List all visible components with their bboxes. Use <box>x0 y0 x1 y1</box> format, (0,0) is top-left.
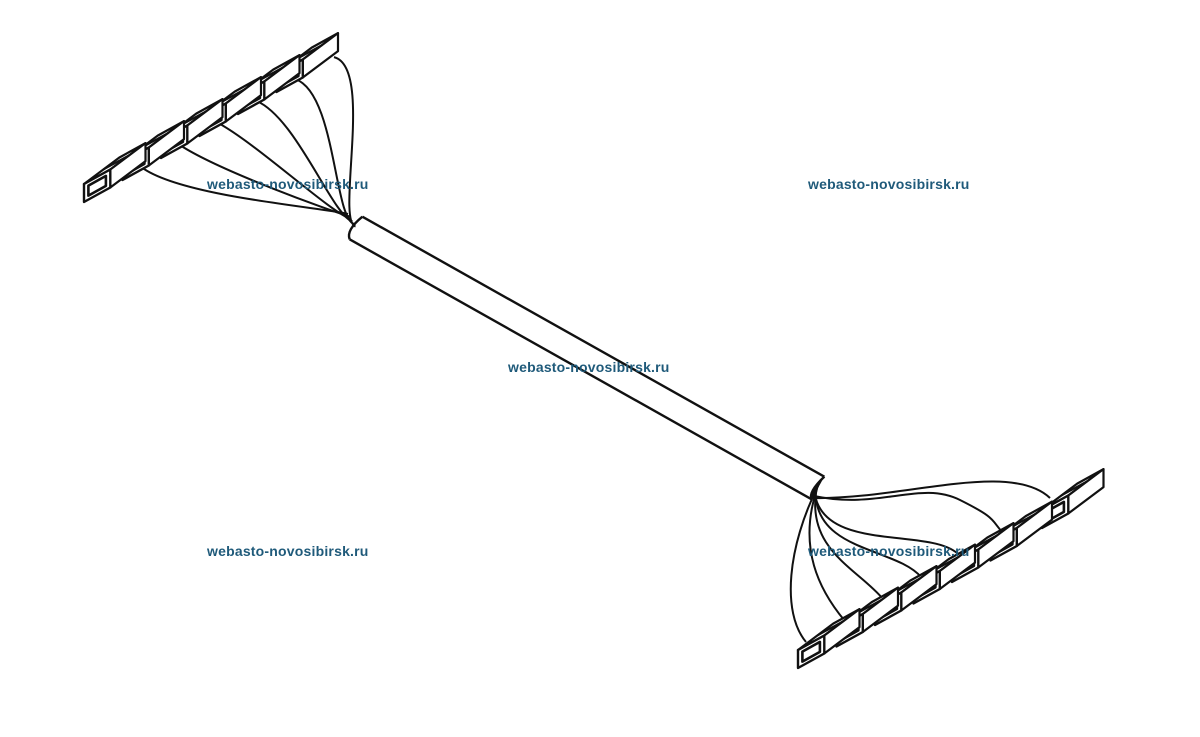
watermark-text: webasto-novosibirsk.ru <box>207 176 369 192</box>
right-wire-1 <box>789 485 819 643</box>
watermark-text: webasto-novosibirsk.ru <box>808 543 970 559</box>
left-wire-fan <box>140 56 357 228</box>
left-wire-6 <box>333 56 357 228</box>
cable-body <box>349 216 825 500</box>
left-wire-3 <box>217 122 352 220</box>
left-wire-4 <box>256 100 353 223</box>
cable-end-left <box>347 215 364 240</box>
left-wire-5 <box>295 78 355 225</box>
left-connector-1 <box>82 142 147 204</box>
right-wire-6 <box>813 491 1006 536</box>
main-cable <box>347 215 826 501</box>
right-wire-2 <box>808 487 846 622</box>
right-wire-7 <box>813 480 1051 500</box>
cable-edge-bottom <box>349 238 813 501</box>
watermark-text: webasto-novosibirsk.ru <box>808 176 970 192</box>
cable-edge-top <box>361 215 825 478</box>
right-wire-4 <box>814 491 923 579</box>
right-wire-5 <box>813 493 961 557</box>
watermark-text: webasto-novosibirsk.ru <box>207 543 369 559</box>
left-connector-cluster <box>82 31 340 204</box>
right-connector-cluster <box>796 468 1105 670</box>
right-connector-1 <box>796 607 861 670</box>
right-wire-3 <box>814 489 884 600</box>
right-wire-fan <box>789 480 1051 643</box>
watermark-text: webasto-novosibirsk.ru <box>508 359 670 375</box>
